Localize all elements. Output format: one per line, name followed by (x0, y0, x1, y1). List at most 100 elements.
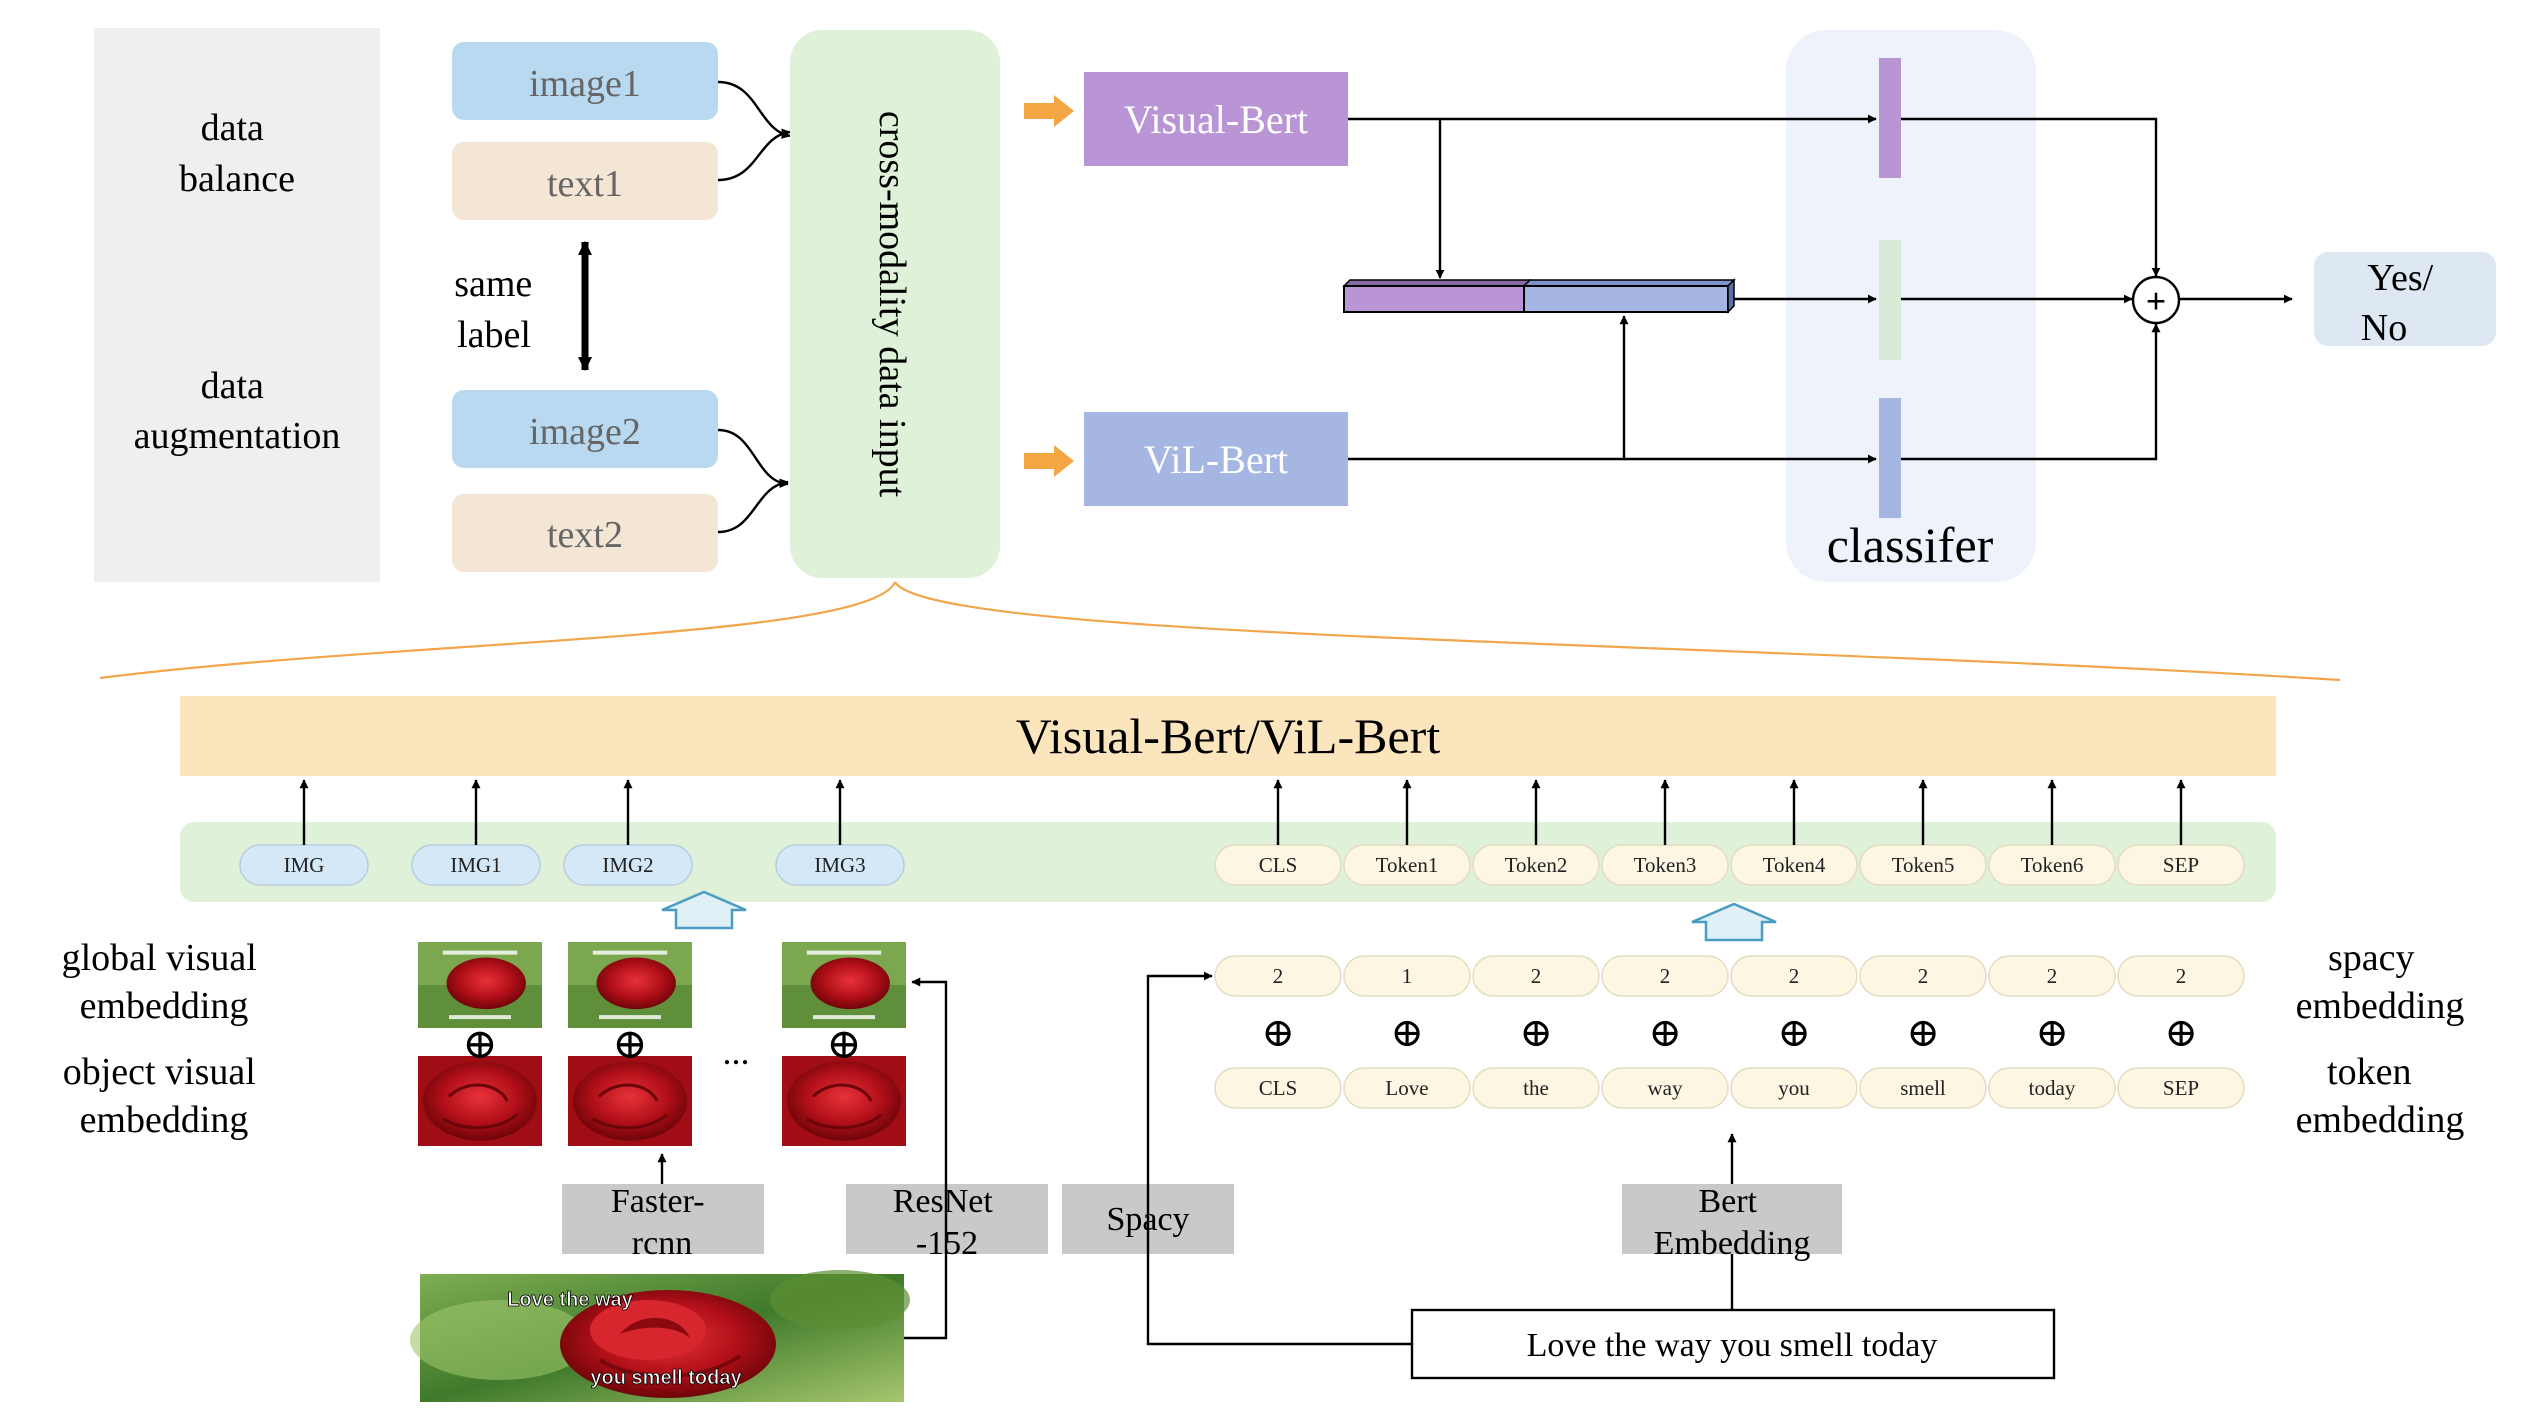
oplus-symbol: ⊕ (2164, 1010, 2198, 1055)
spacy-value-label: 2 (1273, 964, 1284, 988)
vil-bert-box (1084, 412, 1348, 506)
word-token-pill (1472, 1067, 1600, 1109)
image2-label: image2 (529, 411, 641, 453)
data-panel (94, 28, 380, 582)
faster-rcnn-label: Faster- rcnn (611, 1183, 713, 1262)
text-embedding-up-arrow (1691, 902, 1777, 942)
word-token-label: way (1648, 1076, 1683, 1100)
classifier-visual-to-sum (1901, 117, 2161, 277)
text2-label: text2 (547, 514, 623, 556)
oplus-symbol: ⊕ (462, 1022, 497, 1068)
oplus-symbol: ⊕ (826, 1022, 861, 1068)
cross-modality-label: cross-modality data input (871, 111, 913, 498)
classifier-bar-concat (1879, 240, 1901, 360)
global-rose-thumbnail (782, 942, 906, 1028)
global-rose-thumbnail (418, 942, 542, 1028)
text1-curve-arrow (717, 128, 791, 182)
global-visual-embedding-label: global visual embedding (62, 937, 267, 1027)
oplus-symbol: ⊕ (1390, 1010, 1424, 1055)
spacy-value-pill (1988, 955, 2116, 997)
resnet-to-global-arrow (904, 977, 948, 1340)
output-label: Yes/ No (2361, 257, 2443, 349)
spacy-value-pill (1343, 955, 1471, 997)
oplus-symbol: ⊕ (1906, 1010, 1940, 1055)
object-rose-thumbnail (782, 1056, 906, 1146)
spacy-embedding-row: 2⊕1⊕2⊕2⊕2⊕2⊕2⊕2⊕ (1214, 955, 2245, 1055)
sentence-text: Love the way you smell today (1527, 1327, 1938, 1364)
image-embedding-up-arrow (661, 890, 747, 930)
oplus-symbol: ⊕ (612, 1022, 647, 1068)
text-token-label: Token5 (1892, 853, 1955, 877)
orange-arrow-visual (1024, 95, 1074, 127)
sum-plus-symbol: + (2146, 281, 2167, 321)
global-rose-thumbnail (568, 942, 692, 1028)
spacy-value-label: 2 (1531, 964, 1542, 988)
text1-label: text1 (547, 163, 623, 205)
spacy-value-pill (1214, 955, 1342, 997)
word-token-label: CLS (1259, 1076, 1298, 1100)
spacy-value-pill (1472, 955, 1600, 997)
img2-token-label: IMG2 (602, 853, 653, 877)
classifier-vil-to-sum (1901, 323, 2161, 461)
text2-box (452, 494, 718, 572)
classifier-bar-visual (1879, 58, 1901, 178)
bert-banner (180, 696, 2276, 776)
rose-thumbnail-group: ⊕ ⊕ ⊕ (418, 942, 906, 1146)
word-token-label: smell (1900, 1076, 1946, 1100)
spacy-value-label: 2 (1660, 964, 1671, 988)
sentence-to-spacy-arrow (1146, 971, 1412, 1346)
bert-banner-label: Visual-Bert/ViL-Bert (1016, 708, 1441, 764)
zoom-line-right (894, 581, 2341, 682)
img3-token-label: IMG3 (814, 853, 865, 877)
text-token-label: Token1 (1376, 853, 1439, 877)
text-token-label: Token4 (1763, 853, 1826, 877)
data-augmentation-label: data augmentation (134, 365, 341, 457)
text-token-label: CLS (1259, 853, 1298, 877)
bert-embedding-box (1622, 1184, 1842, 1254)
object-rose-thumbnail (418, 1056, 542, 1146)
img1-token-label: IMG1 (450, 853, 501, 877)
data-balance-label: data balance (179, 107, 295, 200)
classifier-label: classifer (1827, 517, 1994, 573)
meme-top-text: Love the way (507, 1289, 633, 1311)
word-token-pill (1859, 1067, 1987, 1109)
word-token-label: today (2029, 1076, 2076, 1100)
text-token-label: Token3 (1634, 853, 1697, 877)
concat-bar-blue (1523, 285, 1729, 313)
image1-label: image1 (529, 63, 641, 105)
orange-arrow-vil (1024, 445, 1074, 477)
visual-bert-label: Visual-Bert (1124, 97, 1308, 142)
visual-bert-box (1084, 72, 1348, 166)
spacy-value-label: 1 (1402, 964, 1413, 988)
text-token-label: Token2 (1505, 853, 1568, 877)
spacy-value-label: 2 (1789, 964, 1800, 988)
spacy-value-pill (2117, 955, 2245, 997)
object-rose-thumbnail (568, 1056, 692, 1146)
faster-rcnn-box (562, 1184, 764, 1254)
object-visual-embedding-label: object visual embedding (63, 1051, 266, 1141)
image2-curve-arrow (717, 428, 789, 488)
spacy-value-label: 2 (2176, 964, 2187, 988)
text-token-label: SEP (2163, 853, 2199, 877)
concat-bar-purple (1343, 285, 1525, 313)
spacy-value-label: 2 (2047, 964, 2058, 988)
oplus-symbol: ⊕ (1777, 1010, 1811, 1055)
spacy-value-pill (1601, 955, 1729, 997)
spacy-value-pill (1730, 955, 1858, 997)
word-token-pill (1214, 1067, 1342, 1109)
resnet-label: ResNet -152 (893, 1183, 1002, 1262)
output-box (2314, 252, 2496, 346)
meme-image: Love the way you smell today (410, 1270, 910, 1402)
same-label-text: same label (454, 263, 542, 356)
word-token-label: the (1523, 1076, 1549, 1100)
zoom-line-left (99, 581, 897, 680)
token-embedding-label: token embedding (2296, 1051, 2465, 1141)
oplus-symbol: ⊕ (1261, 1010, 1295, 1055)
image1-box (452, 42, 718, 120)
sentence-box (1410, 1308, 2056, 1380)
word-token-pill (1730, 1067, 1858, 1109)
oplus-symbol: ⊕ (1648, 1010, 1682, 1055)
image1-curve-arrow (717, 80, 791, 139)
